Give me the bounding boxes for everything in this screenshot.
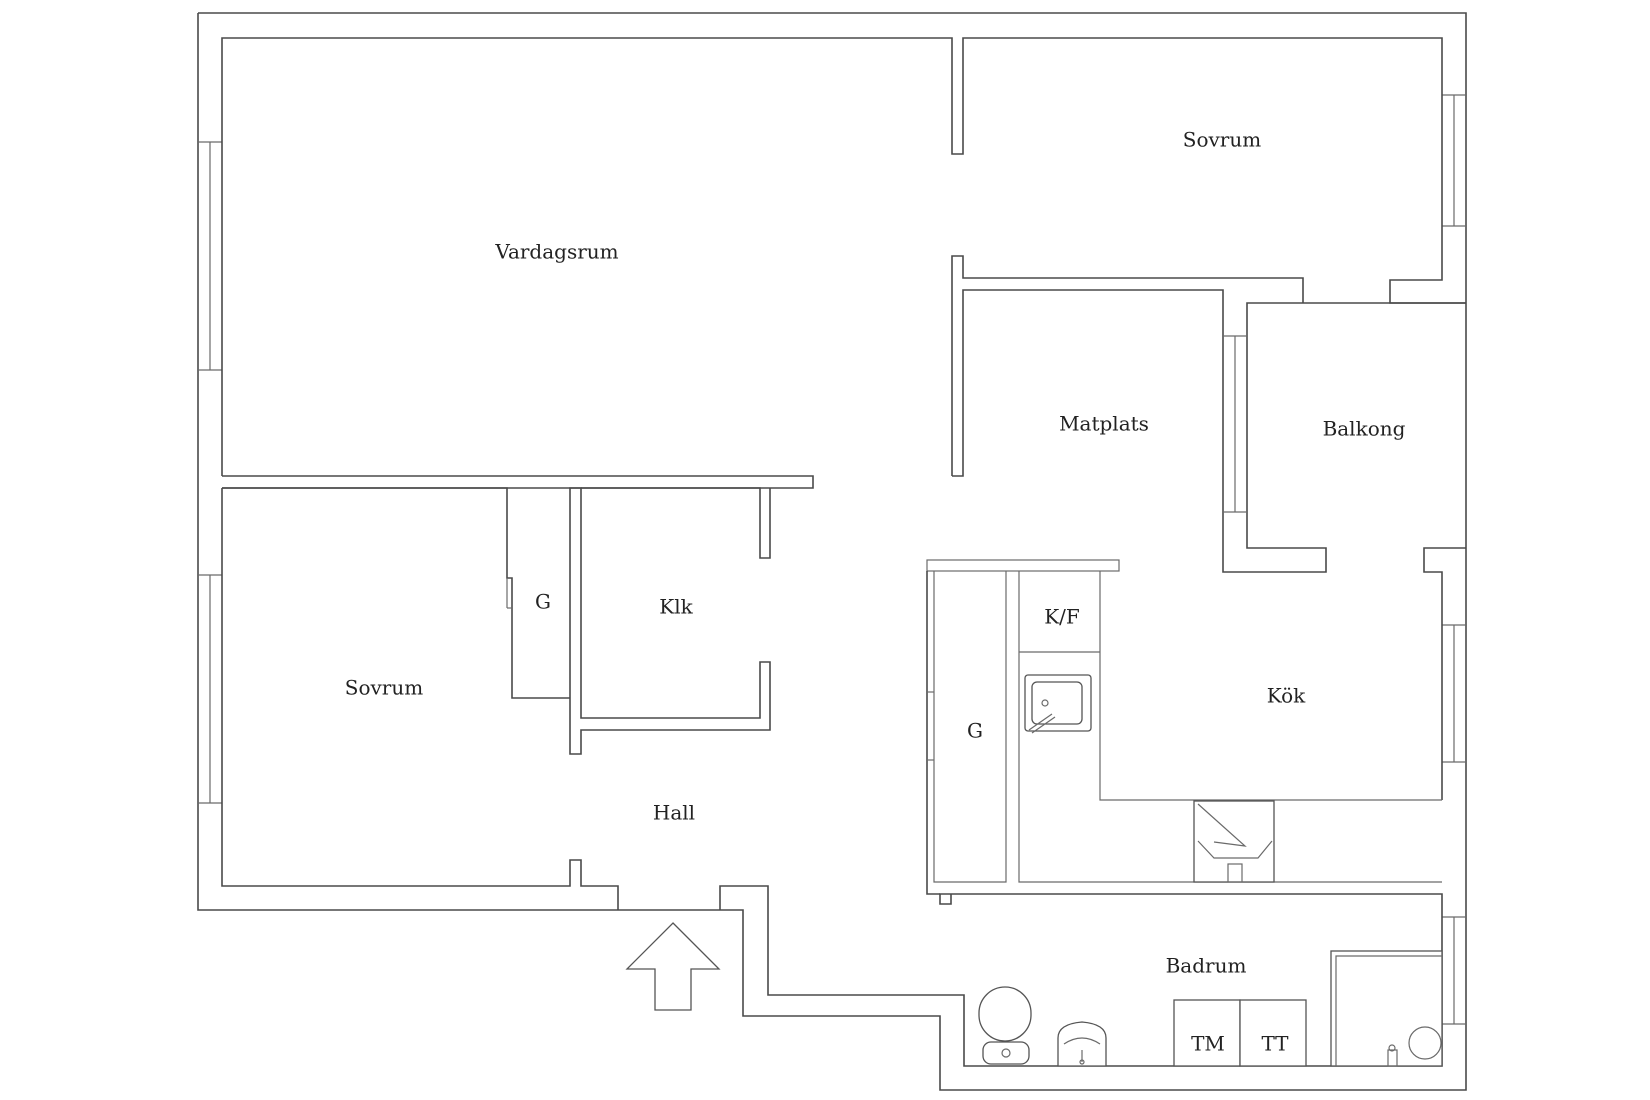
living-room-walls	[221, 37, 1466, 489]
kitchen-walls	[926, 559, 1442, 895]
room-label-hall: Hall	[653, 801, 695, 825]
stove-icon	[1193, 800, 1275, 883]
appliance-label-tt: TT	[1261, 1032, 1289, 1056]
left-windows	[198, 141, 222, 804]
bedroom-dining-walls	[951, 255, 1466, 800]
room-label-kf: K/F	[1044, 605, 1080, 629]
toilet-icon	[978, 986, 1032, 1065]
room-label-garderob-left: G	[535, 590, 551, 614]
room-label-balkong: Balkong	[1323, 417, 1406, 441]
room-label-sovrum-top: Sovrum	[1183, 128, 1261, 152]
outer-walls	[197, 12, 1467, 1091]
kitchen-sink-icon	[1024, 674, 1092, 734]
room-label-matplats: Matplats	[1059, 412, 1149, 436]
room-label-badrum: Badrum	[1166, 954, 1247, 978]
bedroom-left-walls	[221, 487, 771, 910]
washer-dryer-icon	[1173, 999, 1307, 1067]
bathroom-sink-icon	[1057, 1021, 1107, 1067]
shower-icon	[1330, 950, 1443, 1067]
room-label-klk: Klk	[659, 595, 693, 619]
room-label-sovrum-left: Sovrum	[345, 676, 423, 700]
entrance-arrow-icon	[625, 922, 721, 1011]
room-label-garderob-kitchen: G	[967, 719, 983, 743]
room-label-kok: Kök	[1267, 684, 1306, 708]
room-label-vardagsrum: Vardagsrum	[494, 240, 618, 264]
right-windows	[1442, 94, 1466, 1025]
appliance-label-tm: TM	[1191, 1032, 1225, 1056]
